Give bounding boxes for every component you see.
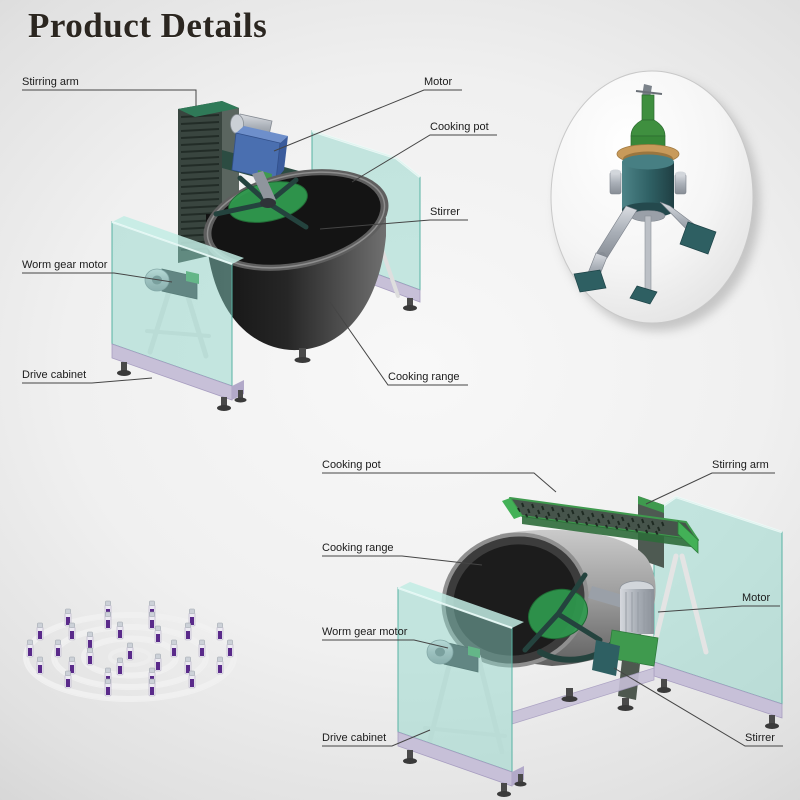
drive-cabinet-bottom	[397, 582, 527, 797]
leader-top-drive-cabinet	[22, 377, 153, 384]
rotary-bottle-rings	[23, 600, 237, 702]
page-title: Product Details	[28, 6, 268, 45]
label-bottom-stirrer: Stirrer	[745, 732, 775, 744]
leader-top-stirrer	[319, 219, 468, 230]
leader-bottom-worm-gear-motor	[322, 639, 449, 649]
leader-bottom-stirrer	[613, 667, 783, 747]
motor-top	[230, 113, 288, 183]
worm-gear-motor-top	[144, 268, 211, 359]
stirrer-assembly	[573, 84, 717, 305]
leader-bottom-motor	[657, 605, 780, 613]
machine-top-illustration	[111, 101, 421, 411]
motor-bottom	[592, 580, 659, 711]
leader-bottom-cooking-pot	[322, 472, 557, 493]
label-bottom-worm-gear-motor: Worm gear motor	[322, 626, 408, 638]
label-bottom-stirring-arm: Stirring arm	[712, 459, 769, 471]
label-top-worm-gear-motor: Worm gear motor	[22, 259, 108, 271]
label-bottom-drive-cabinet: Drive cabinet	[322, 732, 387, 744]
label-top-cooking-pot: Cooking pot	[430, 121, 489, 133]
worm-gear-motor-bottom	[423, 639, 507, 755]
right-glass-panel-bottom	[653, 495, 783, 729]
stirrer-closeup-vignette	[550, 70, 760, 331]
drive-cabinet-top	[111, 216, 247, 411]
machine-bottom-illustration	[397, 495, 783, 797]
leader-bottom-cooking-range	[322, 555, 483, 566]
leader-bottom-stirring-arm	[645, 472, 775, 505]
stirrer-top	[213, 171, 309, 230]
leader-bottom-drive-cabinet	[322, 729, 431, 747]
label-top-cooking-range: Cooking range	[388, 371, 460, 383]
label-top-stirrer: Stirrer	[430, 206, 460, 218]
leader-lines	[22, 89, 783, 747]
label-bottom-motor: Motor	[742, 592, 771, 604]
leader-top-cooking-pot	[351, 134, 497, 183]
leader-top-stirring-arm	[22, 89, 197, 106]
leader-top-cooking-range	[329, 301, 468, 386]
cooking-range-vent-panel	[502, 497, 699, 554]
label-top-stirring-arm: Stirring arm	[22, 76, 79, 88]
label-top-drive-cabinet: Drive cabinet	[22, 369, 87, 381]
label-bottom-cooking-range: Cooking range	[322, 542, 394, 554]
leader-top-motor	[273, 89, 462, 152]
label-top-motor: Motor	[424, 76, 453, 88]
leader-top-worm-gear-motor	[22, 272, 173, 283]
label-bottom-cooking-pot: Cooking pot	[322, 459, 381, 471]
